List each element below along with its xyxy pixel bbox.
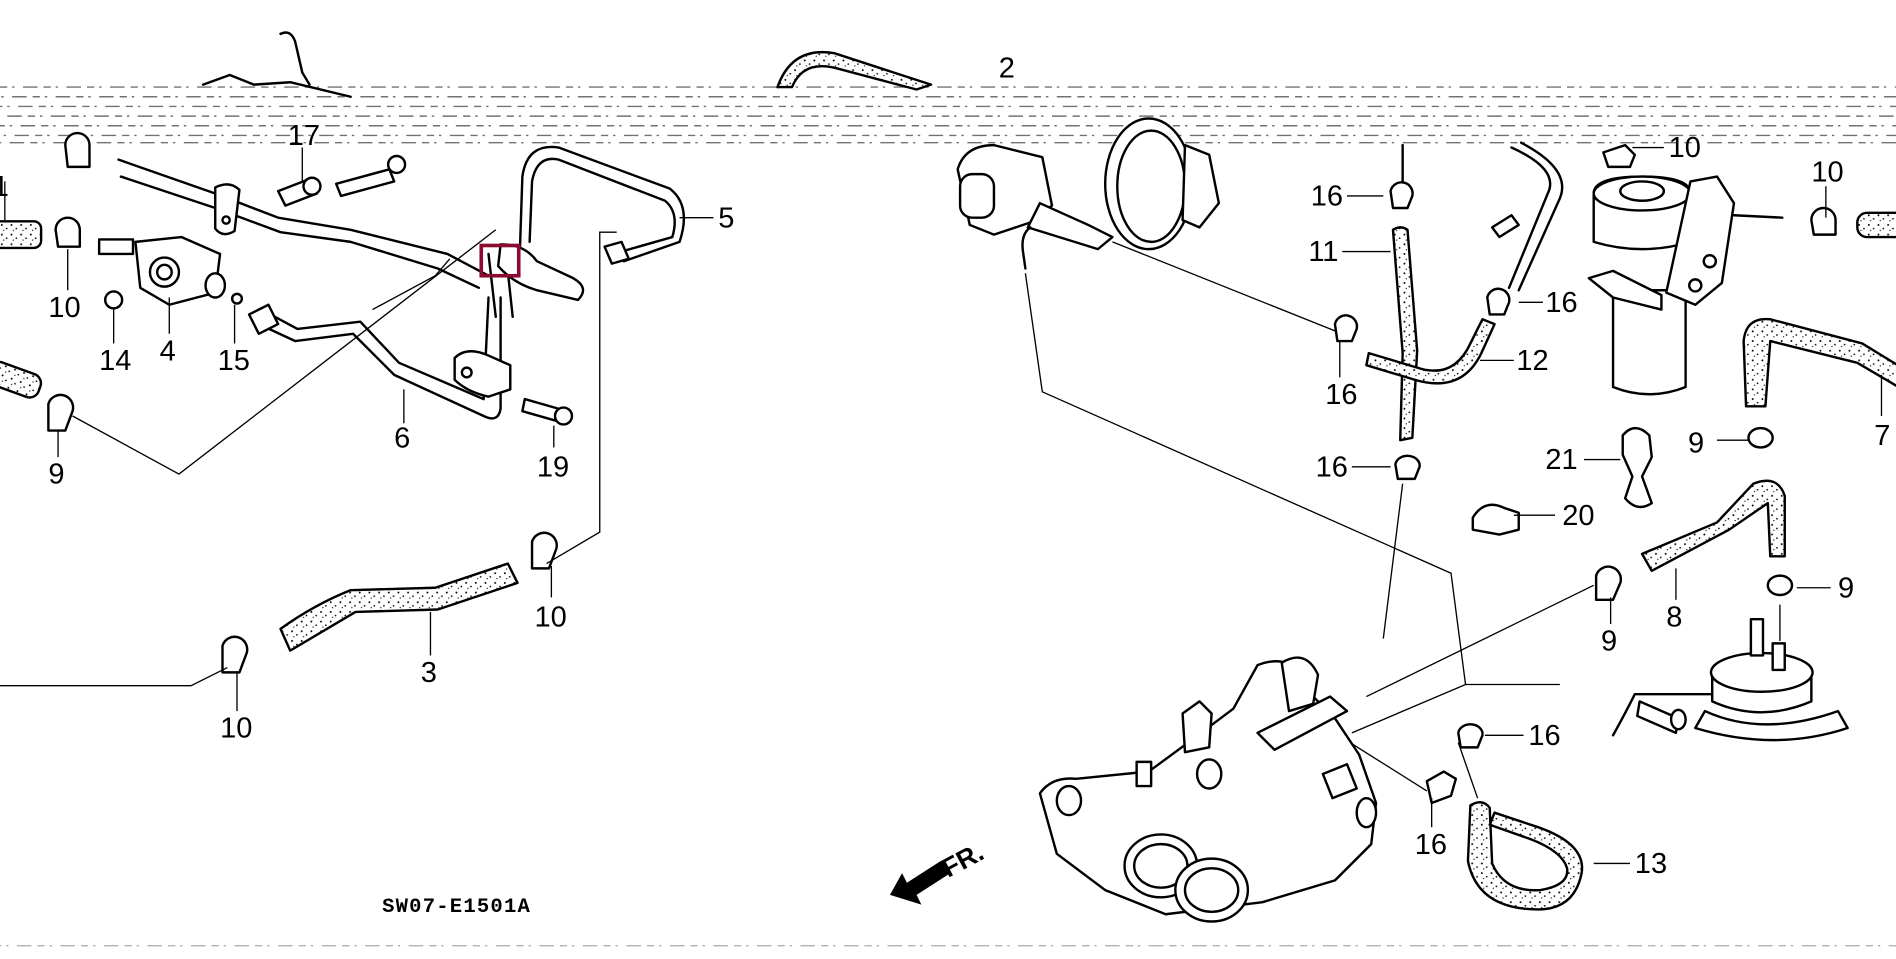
part-hose-11[interactable] [1391,226,1419,442]
upper-pipe-fragment [201,31,933,98]
part-clamp-16-mid[interactable] [1486,287,1511,316]
callout-10[interactable]: 10 [1669,132,1701,164]
callout-16[interactable]: 16 [1528,720,1560,752]
part-bolt-19[interactable] [521,397,574,426]
part-pipe-upper[interactable] [117,158,490,290]
part-clamp-10-left[interactable] [54,216,82,248]
part-hose-8[interactable] [1640,479,1786,573]
part-clamp-16-r2[interactable] [1425,770,1458,805]
part-hose-1[interactable] [0,220,43,250]
routing-lines-left [0,229,617,687]
part-hose-left-lower[interactable] [0,359,44,400]
arrow-icon [889,861,951,905]
callout-16[interactable]: 16 [1316,451,1348,483]
drawing-code: SW07-E1501A [382,896,531,919]
part-bolt-17b[interactable] [334,154,407,198]
callout-16[interactable]: 16 [1325,379,1357,411]
callout-21[interactable]: 21 [1545,444,1577,476]
callout-16[interactable]: 16 [1311,181,1343,213]
highlight-box[interactable] [479,243,521,278]
part-clamp-16-lower[interactable] [1394,454,1421,481]
callout-4[interactable]: 4 [160,335,176,367]
part-clamp-10-lower[interactable] [221,635,249,674]
callout-6[interactable]: 6 [394,422,410,454]
callout-10[interactable]: 10 [220,713,252,745]
callout-10[interactable]: 10 [534,601,566,633]
part-clamp-9-upper[interactable] [1747,426,1774,449]
part-clamp-16-left[interactable] [1333,314,1359,343]
part-bolt-17a[interactable] [276,176,322,207]
callout-3[interactable]: 3 [421,657,437,689]
part-filter-canister[interactable] [1587,175,1784,396]
part-thermostat-housing[interactable] [1038,656,1378,923]
part-clamp-10-right[interactable] [1810,206,1837,236]
callout-leaders [4,146,1883,865]
callout-16[interactable]: 16 [1545,287,1577,319]
part-pipe-5[interactable] [487,145,686,319]
part-hose-13[interactable] [1466,801,1584,911]
part-clamp-16-r1[interactable] [1457,723,1484,749]
part-pipe-6[interactable] [247,296,512,420]
routing-lines-center [1024,241,1594,799]
part-valve-4[interactable] [97,235,227,306]
scan-noise-band [0,86,1896,947]
callout-2[interactable]: 2 [999,52,1015,84]
callout-17[interactable]: 17 [288,120,320,152]
part-hose-3[interactable] [279,562,519,652]
callout-13[interactable]: 13 [1635,848,1667,880]
callout-1[interactable]: 1 [0,171,9,203]
part-clamp-16-top[interactable] [1389,143,1414,210]
part-hose-12[interactable] [1365,318,1496,385]
callout-20[interactable]: 20 [1562,500,1594,532]
part-clamp-9-mid[interactable] [1594,565,1623,602]
part-pipe-upper-right[interactable] [1490,141,1564,292]
part-clip-20[interactable] [1471,503,1520,536]
part-hose-right-top[interactable] [1856,211,1896,239]
callout-9[interactable]: 9 [1838,572,1854,604]
part-clamp-9-lower[interactable] [1766,574,1794,597]
part-clip-21[interactable] [1621,426,1653,509]
part-clamp-10-mid[interactable] [530,531,558,570]
part-clamp-9-left[interactable] [47,393,75,432]
front-direction-arrow: FR. [889,837,989,905]
callout-16[interactable]: 16 [1415,829,1447,861]
part-washer-15[interactable] [230,292,244,305]
part-hose-7[interactable] [1742,317,1896,408]
callout-15[interactable]: 15 [218,345,250,377]
callout-9[interactable]: 9 [1601,626,1617,658]
callout-7[interactable]: 7 [1874,420,1890,452]
callout-11[interactable]: 11 [1308,236,1338,268]
part-clamp-upper-left[interactable] [64,131,91,169]
callout-12[interactable]: 12 [1516,345,1548,377]
callout-9[interactable]: 9 [1688,427,1704,459]
part-throttle-body[interactable] [956,117,1221,270]
callout-8[interactable]: 8 [1666,601,1682,633]
callout-5[interactable]: 5 [718,202,734,234]
callout-10[interactable]: 10 [48,292,80,324]
part-vacuum-actuator[interactable] [1611,604,1849,742]
part-clamp-10-top[interactable] [1602,143,1637,169]
callout-10[interactable]: 10 [1811,156,1843,188]
callout-19[interactable]: 19 [537,451,569,483]
callout-9[interactable]: 9 [48,459,64,491]
part-washer-14[interactable] [103,290,124,310]
callout-labels: 2 5 1 10 4 14 15 9 6 19 17 10 3 10 16 11… [0,52,1890,880]
callout-14[interactable]: 14 [99,345,131,377]
